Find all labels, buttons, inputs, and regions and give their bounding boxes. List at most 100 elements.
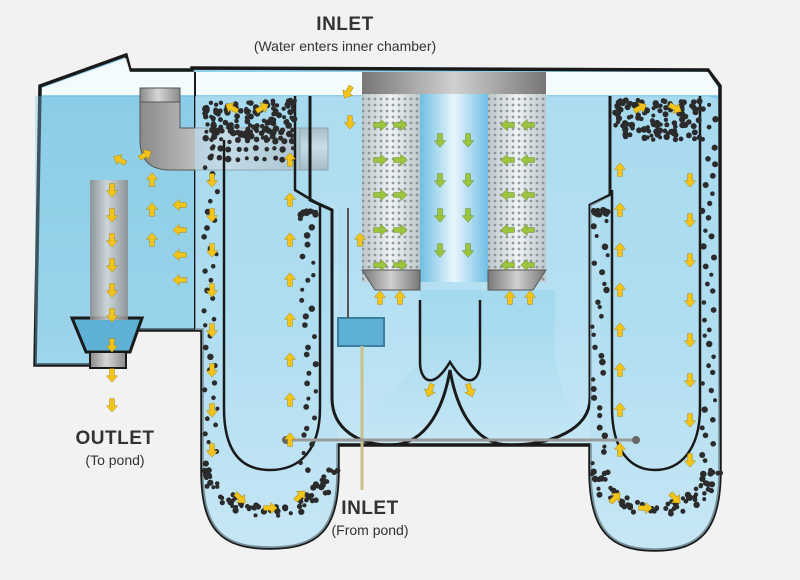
media-bead [270,129,277,136]
media-bead [282,505,289,512]
media-bead [697,106,703,112]
media-bead [702,333,707,338]
media-bead [215,484,220,489]
media-bead [622,97,629,104]
media-bead [591,332,596,337]
media-bead [660,98,666,104]
media-bead [216,154,223,161]
media-bead [322,490,329,496]
media-bead [244,118,251,125]
media-bead [601,243,609,251]
media-bead [706,340,713,348]
media-bead [211,485,216,490]
media-bead [232,507,239,514]
media-bead [603,286,610,294]
media-bead [590,386,597,392]
media-bead [699,452,706,458]
media-bead [312,481,319,488]
media-bead [235,129,241,136]
media-bead [592,344,598,350]
media-bead [649,133,654,138]
media-bead [663,506,669,511]
media-bead [219,495,225,501]
media-bead [699,425,705,431]
media-bead [251,505,258,511]
media-bead [702,497,707,502]
media-bead [313,389,318,394]
media-bead [234,113,241,120]
media-bead [706,363,711,369]
media-bead [234,123,240,129]
media-bead [306,370,312,376]
media-bead [253,136,260,143]
media-bead [654,506,660,511]
media-bead [693,492,699,497]
media-bead [641,134,648,142]
media-bead [213,422,219,428]
media-bead [596,486,601,491]
media-bead [680,496,686,501]
media-bead [706,327,712,333]
bottom-inlet-subtitle: (From pond) [331,522,409,538]
media-bead [210,295,216,301]
media-bead [236,146,242,152]
media-bead [273,155,279,161]
media-bead [693,486,699,492]
media-bead [604,212,609,217]
media-bead [278,135,284,141]
media-bead [227,139,232,145]
media-bead [698,482,704,488]
media-bead [590,223,597,230]
media-bead [601,449,607,455]
media-bead [616,110,622,116]
media-bead [202,135,209,142]
media-bead [209,145,215,151]
media-bead [301,211,306,216]
media-bead [597,304,602,310]
media-bead [707,200,713,206]
top-inlet-subtitle: (Water enters inner chamber) [253,38,437,54]
media-bead [286,130,293,138]
media-bead [202,431,208,437]
media-bead [708,387,714,394]
media-bead [712,161,719,168]
media-bead [597,405,603,411]
media-bead [591,260,597,266]
media-bead [590,324,595,329]
media-bead [218,100,224,106]
media-bead [663,117,669,123]
media-bead [302,322,308,328]
media-bead [302,313,309,320]
media-bead [658,122,663,127]
media-bead [658,103,663,109]
media-bead [311,260,316,265]
media-bead [272,146,277,151]
media-bead [651,113,656,118]
media-bead [252,145,259,151]
media-bead [244,156,249,161]
media-bead [272,138,279,145]
media-bead [290,104,295,110]
media-bead [227,128,233,134]
media-bead [701,300,707,305]
media-bead [205,122,210,127]
media-bead [274,103,280,108]
media-bead [202,387,208,393]
media-bead [700,470,707,478]
media-bead [664,122,670,128]
media-bead [702,182,709,188]
media-bead [219,500,225,506]
media-bead [705,481,711,487]
media-bead [691,129,698,136]
media-bead [207,353,214,360]
media-bead [604,218,609,224]
media-bead [613,123,618,128]
media-bead [602,444,607,449]
media-bead [234,505,239,509]
inlet-weir [337,317,385,347]
media-bead [281,106,286,111]
media-bead [207,154,214,161]
media-bead [291,108,296,113]
media-bead [683,498,689,504]
media-bead [301,451,306,455]
